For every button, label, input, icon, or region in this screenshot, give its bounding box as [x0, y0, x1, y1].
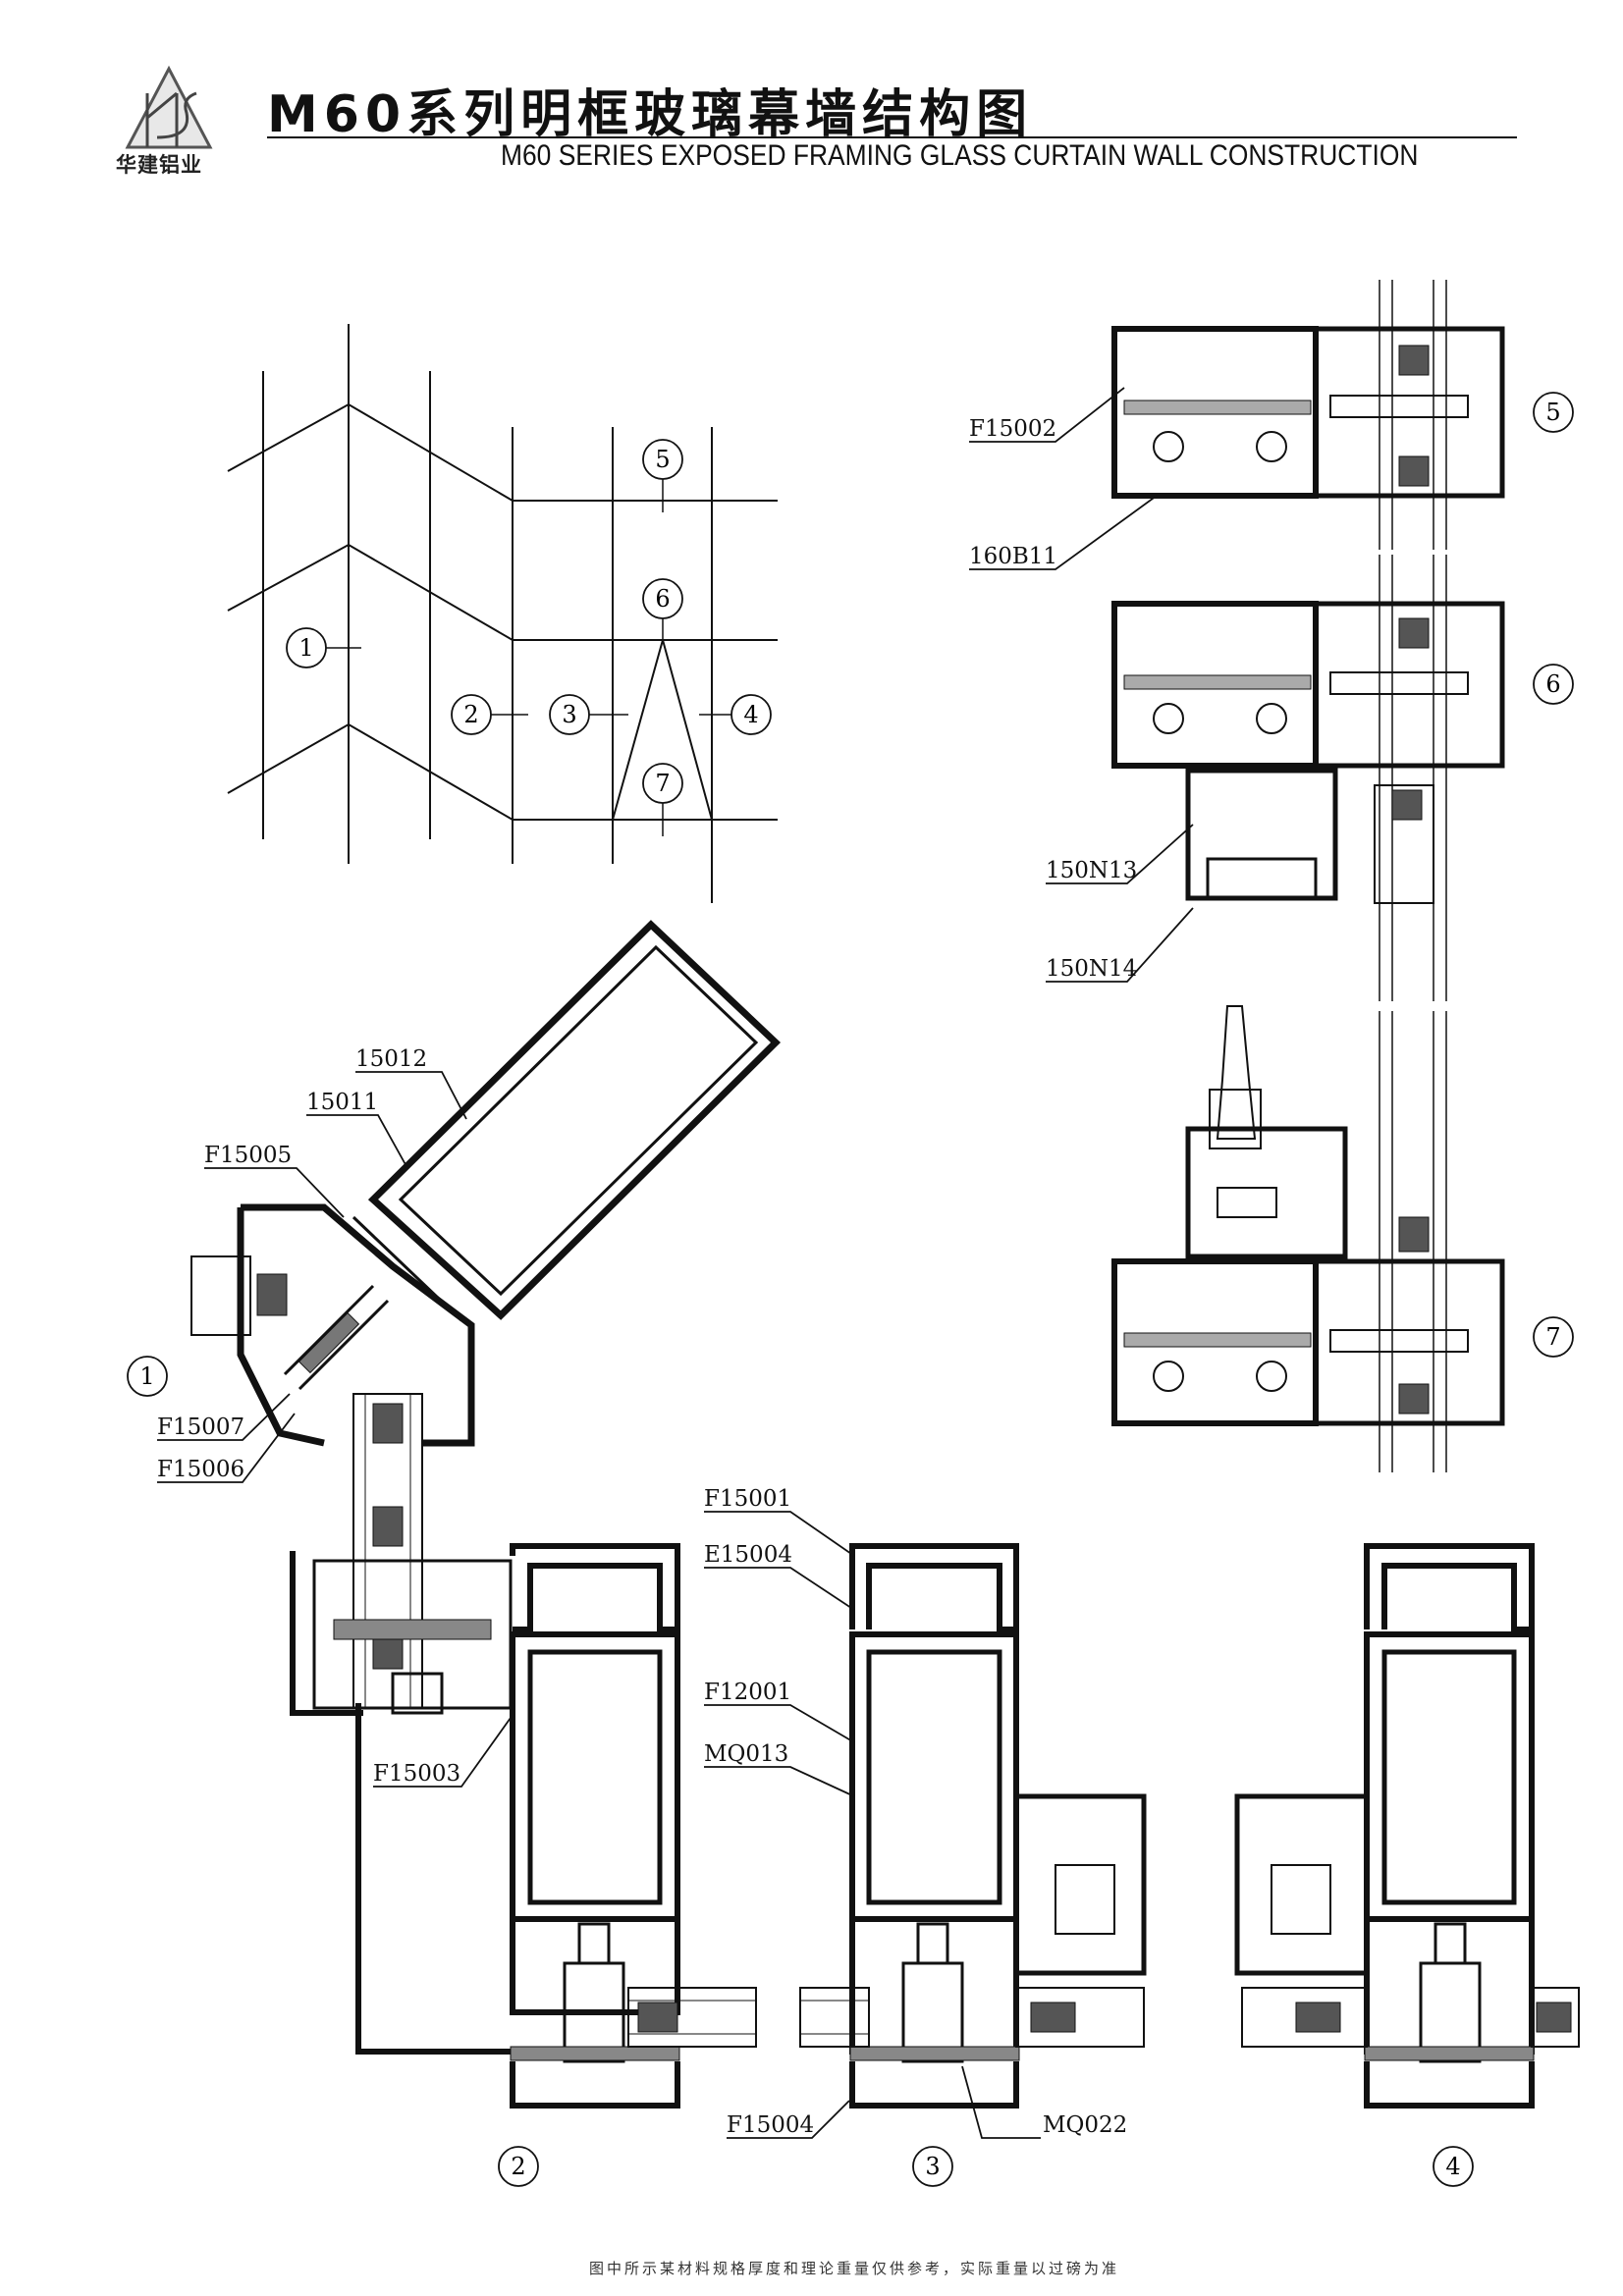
footer-note: 图中所示某材料规格厚度和理论重量仅供参考，实际重量以过磅为准 [589, 2260, 1120, 2277]
svg-text:6: 6 [655, 585, 670, 613]
elevation-marker-5: 5 [642, 439, 683, 512]
label-MQ022: MQ022 [1043, 2112, 1127, 2138]
svg-text:4: 4 [743, 701, 758, 728]
label-150N13: 150N13 [1046, 858, 1137, 883]
section-marker-7: 7 [1533, 1316, 1574, 1358]
elevation-marker-6: 6 [642, 578, 683, 640]
svg-text:7: 7 [655, 770, 670, 797]
hj-monogram-icon [125, 65, 213, 149]
title-english: M60 SERIES EXPOSED FRAMING GLASS CURTAIN… [501, 139, 1419, 172]
section-marker-2: 2 [498, 2146, 539, 2187]
label-F15001: F15001 [704, 1486, 791, 1512]
label-160B11: 160B11 [969, 544, 1057, 569]
elevation-marker-3: 3 [549, 694, 628, 735]
elevation-key [227, 324, 778, 903]
label-MQ013: MQ013 [704, 1741, 788, 1767]
section-marker-1: 1 [127, 1356, 168, 1397]
elevation-marker-1-label: 1 [298, 634, 313, 662]
label-E15004: E15004 [704, 1542, 792, 1568]
section-marker-4: 4 [1433, 2146, 1474, 2187]
part-labels: 15012 15011 F15005 F15007 F15006 F15003 … [157, 416, 1137, 2138]
elevation-marker-7: 7 [642, 763, 683, 836]
svg-text:5: 5 [655, 446, 670, 473]
svg-text:2: 2 [463, 701, 478, 728]
label-F15003: F15003 [373, 1761, 460, 1787]
svg-text:4: 4 [1445, 2153, 1460, 2180]
svg-text:1: 1 [139, 1362, 154, 1390]
section-4-detail [1234, 1543, 1580, 2109]
logo-company-name: 华建铝业 [116, 153, 202, 177]
section-1-detail [190, 920, 782, 1709]
label-F15006: F15006 [157, 1457, 244, 1482]
svg-text:2: 2 [511, 2153, 525, 2180]
label-F15007: F15007 [157, 1415, 244, 1440]
section-marker-6: 6 [1533, 664, 1574, 705]
section-7-detail [1111, 1005, 1505, 1472]
section-5-detail [1111, 280, 1505, 550]
svg-text:5: 5 [1545, 399, 1560, 426]
leader-lines [157, 387, 1194, 2139]
title-chinese: M60系列明框玻璃幕墙结构图 [267, 85, 1034, 144]
label-15012: 15012 [355, 1046, 427, 1072]
label-F15004: F15004 [727, 2112, 814, 2138]
label-F12001: F12001 [704, 1680, 791, 1705]
svg-text:3: 3 [562, 701, 576, 728]
section-marker-3: 3 [912, 2146, 953, 2187]
label-F15002: F15002 [969, 416, 1056, 442]
section-2-detail [290, 1543, 757, 2109]
elevation-marker-4: 4 [699, 694, 772, 735]
svg-text:3: 3 [925, 2153, 940, 2180]
label-F15005: F15005 [204, 1143, 292, 1168]
svg-text:7: 7 [1545, 1323, 1560, 1351]
section-6-detail [1111, 555, 1505, 1001]
elevation-marker-2: 2 [451, 694, 528, 735]
svg-text:6: 6 [1545, 670, 1560, 698]
section-3-detail [799, 1543, 1147, 2109]
label-150N14: 150N14 [1046, 956, 1137, 982]
section-marker-5: 5 [1533, 392, 1574, 433]
elevation-marker-1: 1 [286, 627, 361, 668]
label-15011: 15011 [306, 1090, 378, 1115]
